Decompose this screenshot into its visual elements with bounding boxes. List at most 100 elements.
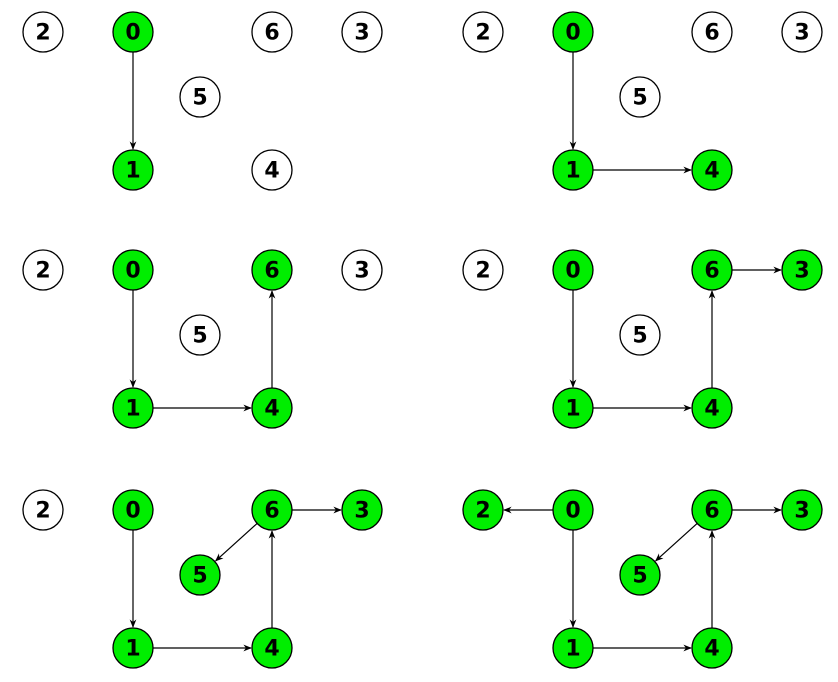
node-4: 4 bbox=[251, 627, 293, 669]
node-3: 3 bbox=[341, 489, 383, 531]
node-2: 2 bbox=[22, 489, 64, 531]
node-label: 1 bbox=[125, 159, 140, 184]
node-label: 6 bbox=[264, 259, 279, 284]
node-label: 2 bbox=[35, 21, 50, 46]
node-label: 5 bbox=[192, 324, 207, 349]
node-circle-visited bbox=[552, 11, 594, 53]
node-3: 3 bbox=[781, 489, 823, 531]
node-circle-visited bbox=[552, 489, 594, 531]
node-label: 4 bbox=[704, 637, 719, 662]
node-circle-unvisited bbox=[619, 76, 661, 118]
node-circle-visited bbox=[112, 149, 154, 191]
node-1: 1 bbox=[552, 149, 594, 191]
node-label: 5 bbox=[632, 324, 647, 349]
node-label: 4 bbox=[704, 397, 719, 422]
node-circle-unvisited bbox=[179, 76, 221, 118]
node-4: 4 bbox=[251, 387, 293, 429]
node-1: 1 bbox=[112, 627, 154, 669]
node-circle-visited bbox=[112, 489, 154, 531]
edge-6-to-5 bbox=[214, 522, 258, 562]
node-label: 3 bbox=[354, 499, 369, 524]
node-circle-visited bbox=[691, 387, 733, 429]
node-circle-visited bbox=[112, 387, 154, 429]
node-2: 2 bbox=[22, 249, 64, 291]
node-6: 6 bbox=[691, 489, 733, 531]
node-circle-visited bbox=[781, 489, 823, 531]
node-label: 1 bbox=[125, 397, 140, 422]
node-label: 4 bbox=[264, 637, 279, 662]
node-2: 2 bbox=[462, 11, 504, 53]
node-circle-visited bbox=[552, 149, 594, 191]
node-label: 6 bbox=[704, 259, 719, 284]
node-label: 0 bbox=[565, 259, 580, 284]
node-0: 0 bbox=[112, 11, 154, 53]
node-circle-unvisited bbox=[619, 314, 661, 356]
node-label: 0 bbox=[565, 499, 580, 524]
node-label: 4 bbox=[704, 159, 719, 184]
node-6: 6 bbox=[251, 249, 293, 291]
node-2: 2 bbox=[462, 489, 504, 531]
node-label: 5 bbox=[632, 564, 647, 589]
node-circle-visited bbox=[251, 249, 293, 291]
node-5: 5 bbox=[179, 314, 221, 356]
node-1: 1 bbox=[552, 387, 594, 429]
node-label: 1 bbox=[565, 397, 580, 422]
node-1: 1 bbox=[552, 627, 594, 669]
node-label: 4 bbox=[264, 397, 279, 422]
node-label: 0 bbox=[125, 499, 140, 524]
node-circle-visited bbox=[179, 554, 221, 596]
node-circle-visited bbox=[552, 249, 594, 291]
node-circle-visited bbox=[251, 489, 293, 531]
node-circle-unvisited bbox=[179, 314, 221, 356]
node-label: 1 bbox=[125, 637, 140, 662]
panel-step-5: 0 1 2 3 4 5 6 bbox=[22, 489, 383, 669]
node-label: 5 bbox=[632, 86, 647, 111]
panel-step-3: 0 1 2 3 4 5 6 bbox=[22, 249, 383, 429]
node-circle-visited bbox=[251, 627, 293, 669]
node-circle-unvisited bbox=[22, 489, 64, 531]
node-circle-visited bbox=[691, 627, 733, 669]
node-6: 6 bbox=[251, 489, 293, 531]
node-6: 6 bbox=[691, 249, 733, 291]
edge-6-to-5 bbox=[654, 522, 698, 562]
node-0: 0 bbox=[112, 249, 154, 291]
node-5: 5 bbox=[619, 76, 661, 118]
node-circle-visited bbox=[462, 489, 504, 531]
node-4: 4 bbox=[691, 149, 733, 191]
node-label: 2 bbox=[475, 499, 490, 524]
node-4: 4 bbox=[251, 149, 293, 191]
node-label: 2 bbox=[35, 499, 50, 524]
node-circle-visited bbox=[112, 249, 154, 291]
node-circle-visited bbox=[112, 627, 154, 669]
node-3: 3 bbox=[781, 249, 823, 291]
node-5: 5 bbox=[619, 314, 661, 356]
node-4: 4 bbox=[691, 627, 733, 669]
node-3: 3 bbox=[341, 11, 383, 53]
node-circle-unvisited bbox=[22, 11, 64, 53]
node-0: 0 bbox=[552, 11, 594, 53]
node-label: 2 bbox=[475, 21, 490, 46]
node-label: 2 bbox=[35, 259, 50, 284]
panel-step-6: 0 1 2 3 4 5 6 bbox=[462, 489, 823, 669]
node-circle-unvisited bbox=[251, 11, 293, 53]
node-label: 0 bbox=[565, 21, 580, 46]
node-label: 1 bbox=[565, 637, 580, 662]
node-1: 1 bbox=[112, 149, 154, 191]
node-0: 0 bbox=[112, 489, 154, 531]
node-circle-unvisited bbox=[341, 11, 383, 53]
node-label: 3 bbox=[354, 259, 369, 284]
node-label: 6 bbox=[704, 21, 719, 46]
node-label: 0 bbox=[125, 21, 140, 46]
node-1: 1 bbox=[112, 387, 154, 429]
node-circle-visited bbox=[691, 149, 733, 191]
node-3: 3 bbox=[781, 11, 823, 53]
node-label: 6 bbox=[264, 499, 279, 524]
node-circle-visited bbox=[781, 249, 823, 291]
node-circle-visited bbox=[341, 489, 383, 531]
node-circle-visited bbox=[251, 387, 293, 429]
node-5: 5 bbox=[179, 554, 221, 596]
panel-step-2: 0 1 2 3 4 5 6 bbox=[462, 11, 823, 191]
node-circle-visited bbox=[619, 554, 661, 596]
